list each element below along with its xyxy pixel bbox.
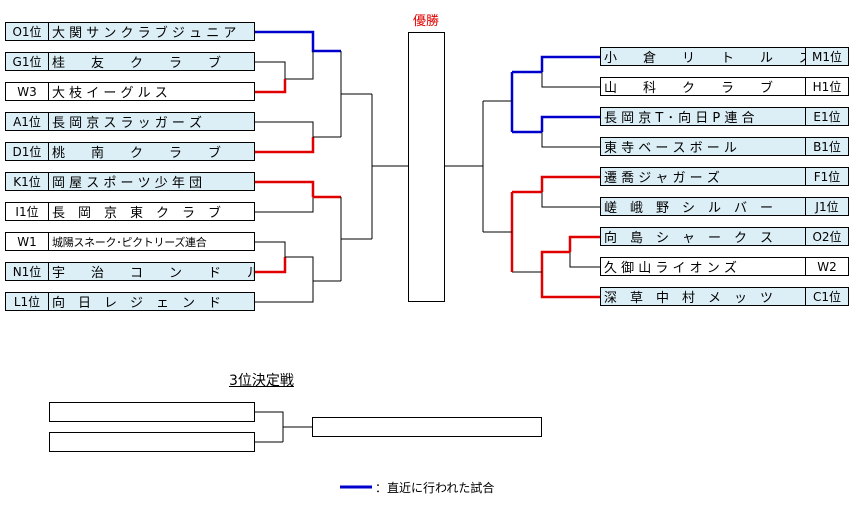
right-line-b1: [541, 132, 600, 148]
left-line-wn-out: [285, 256, 314, 281]
left-team-row: N1位宇 治 コ ン ド ル: [5, 262, 255, 281]
left-line-d1: [255, 137, 315, 154]
third-place-slot-2: [49, 432, 255, 452]
team-name: 長 岡 京 東 ク ラ ブ: [49, 202, 255, 221]
team-seed: E1位: [805, 107, 849, 126]
left-line-n1: [255, 257, 287, 274]
left-team-row: G1位桂 友 ク ラ ブ: [5, 52, 255, 71]
team-seed: O2位: [805, 227, 849, 246]
third-place-slot-1: [49, 402, 255, 422]
right-line-w2: [569, 252, 600, 268]
team-name: 向 日 レ ジ ェ ン ド: [49, 292, 255, 311]
champion-label: 優勝: [413, 14, 440, 29]
team-seed: W1: [5, 232, 49, 251]
team-seed: M1位: [805, 47, 849, 66]
team-name: 城陽スネーク･ピクトリーズ連合: [49, 232, 255, 251]
team-seed: O1位: [5, 22, 49, 41]
left-line-g1w3-up: [285, 51, 314, 80]
team-name: 向 島 シ ャ ー ク ス: [600, 227, 805, 246]
left-team-row: I1位長 岡 京 東 ク ラ ブ: [5, 202, 255, 221]
team-seed: D1位: [5, 142, 49, 161]
right-line-e1: [540, 115, 600, 132]
team-seed: I1位: [5, 202, 49, 221]
right-line-f1: [540, 175, 600, 192]
team-name: 山 科 ク ラ ブ: [600, 77, 805, 96]
team-seed: K1位: [5, 172, 49, 191]
legend-text: ：直近に行われた試合: [375, 481, 495, 495]
left-line-a1: [255, 121, 314, 137]
team-name: 小 倉 リ ト ル ズ: [600, 47, 805, 66]
team-name: 嵯 峨 野 シ ル バ ー: [600, 197, 805, 216]
team-name: 宇 治 コ ン ド ル: [49, 262, 255, 281]
left-line-w3: [255, 79, 287, 94]
left-team-row: K1位岡 屋 ス ポ ー ツ 少 年 団: [5, 172, 255, 191]
team-seed: N1位: [5, 262, 49, 281]
third-place-winner-slot: [312, 417, 542, 437]
right-line-o2: [568, 235, 600, 252]
team-seed: G1位: [5, 52, 49, 71]
left-line-l1: [255, 281, 314, 303]
team-name: 久 御 山 ラ イ オ ン ズ: [600, 257, 805, 276]
team-seed: W3: [5, 82, 49, 101]
team-name: 桂 友 ク ラ ブ: [49, 52, 255, 71]
team-seed: J1位: [805, 197, 849, 216]
right-line-c1: [540, 272, 600, 299]
team-name: 遷 喬 ジ ャ ガ ー ズ: [600, 167, 805, 186]
team-seed: C1位: [805, 287, 849, 306]
left-line-g1: [255, 61, 286, 79]
left-line-o1: [255, 30, 341, 53]
champion-box: [408, 32, 445, 302]
team-name: 長 岡 京 T ･ 向 日 P 連 合: [600, 107, 805, 126]
team-name: 東 寺 ベ ー ス ボ ー ル: [600, 137, 805, 156]
team-seed: B1位: [805, 137, 849, 156]
team-name: 長 岡 京 ス ラ ッ ガ ー ズ: [49, 112, 255, 131]
team-name: 深 草 中 村 メ ッ ツ: [600, 287, 805, 306]
team-seed: L1位: [5, 292, 49, 311]
right-line-ow-out: [540, 250, 570, 272]
right-line-h1: [541, 72, 600, 88]
team-name: 大 関 サ ン ク ラ ブ ジ ュ ニ ア: [49, 22, 255, 41]
left-team-row: D1位桃 南 ク ラ ブ: [5, 142, 255, 161]
right-line-m1: [540, 55, 600, 72]
team-seed: W2: [805, 257, 849, 276]
left-line-i1: [255, 197, 314, 213]
third-place-label: 3位決定戦: [229, 373, 294, 389]
left-team-row: L1位向 日 レ ジ ェ ン ド: [5, 292, 255, 311]
team-seed: H1位: [805, 77, 849, 96]
left-team-row: O1位大 関 サ ン ク ラ ブ ジ ュ ニ ア: [5, 22, 255, 41]
team-seed: F1位: [805, 167, 849, 186]
team-name: 大 枝 イ ー グ ル ス: [49, 82, 255, 101]
left-team-row: A1位長 岡 京 ス ラ ッ ガ ー ズ: [5, 112, 255, 131]
right-line-j1: [541, 192, 600, 208]
left-line-k1: [255, 180, 315, 197]
left-line-w1: [255, 241, 286, 257]
team-name: 桃 南 ク ラ ブ: [49, 142, 255, 161]
third-line-top: [255, 411, 284, 442]
team-name: 岡 屋 ス ポ ー ツ 少 年 団: [49, 172, 255, 191]
team-seed: A1位: [5, 112, 49, 131]
